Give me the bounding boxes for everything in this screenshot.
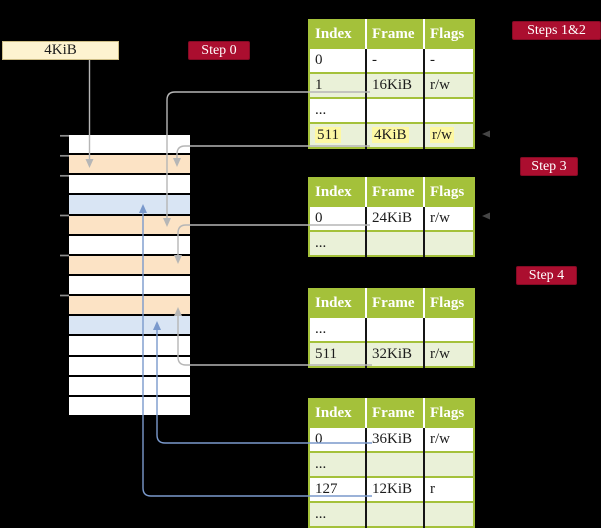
memory-row-11 xyxy=(69,336,190,355)
cell-frame: 4KiB xyxy=(365,122,424,148)
step0-label: Step 0 xyxy=(188,41,250,60)
header-row: Index Frame Flags xyxy=(309,178,474,206)
memory-row-4 xyxy=(69,195,190,214)
page-size-box: 4KiB xyxy=(2,41,119,60)
memory-row-1 xyxy=(69,135,190,154)
memory-row-8 xyxy=(69,275,190,295)
col-header-flags: Flags xyxy=(423,399,474,427)
cell-frame: 36KiB xyxy=(365,426,424,452)
cell-frame: 24KiB xyxy=(365,205,424,231)
cell-frame xyxy=(365,451,424,477)
table-row: ... xyxy=(309,451,474,477)
cell-index: 0 xyxy=(309,47,366,73)
cell-index: 0 xyxy=(309,426,366,452)
col-header-index: Index xyxy=(309,289,366,317)
table-row: ... xyxy=(309,316,474,342)
cell-frame xyxy=(365,230,424,256)
col-header-index: Index xyxy=(309,20,366,48)
page-table-1: Index Frame Flags 0 - - 1 16KiB r/w ... … xyxy=(308,19,475,149)
page-table-2: Index Frame Flags 0 24KiB r/w ... xyxy=(308,177,475,257)
cell-flags: r/w xyxy=(423,72,474,98)
table-row: 1 16KiB r/w xyxy=(309,72,474,98)
cell-flags xyxy=(423,501,474,527)
table-row: ... xyxy=(309,97,474,123)
cell-flags: - xyxy=(423,47,474,73)
header-row: Index Frame Flags xyxy=(309,289,474,317)
cell-flags xyxy=(423,451,474,477)
cell-frame: 12KiB xyxy=(365,476,424,502)
table-row: 511 32KiB r/w xyxy=(309,341,474,367)
memory-row-5 xyxy=(69,215,190,234)
table-row: 0 36KiB r/w xyxy=(309,426,474,452)
memory-row-12 xyxy=(69,356,190,375)
cell-flags: r/w xyxy=(423,205,474,231)
step4-label: Step 4 xyxy=(516,266,577,285)
col-header-flags: Flags xyxy=(423,20,474,48)
cell-frame xyxy=(365,316,424,342)
cell-flags xyxy=(423,97,474,123)
entry-marker-table2-row0 xyxy=(482,212,490,220)
cell-flags: r/w xyxy=(423,341,474,367)
cell-frame: 32KiB xyxy=(365,341,424,367)
page-table-3: Index Frame Flags ... 511 32KiB r/w xyxy=(308,288,475,368)
table-row: ... xyxy=(309,501,474,527)
memory-row-10 xyxy=(69,316,190,335)
step3-label: Step 3 xyxy=(520,157,578,176)
memory-column xyxy=(69,135,190,415)
cell-index: 511 xyxy=(309,122,366,148)
memory-row-2 xyxy=(69,155,190,174)
cell-index: 127 xyxy=(309,476,366,502)
memory-tick-marks xyxy=(60,134,69,297)
header-row: Index Frame Flags xyxy=(309,399,474,427)
cell-frame: 16KiB xyxy=(365,72,424,98)
cell-index: 0 xyxy=(309,205,366,231)
memory-row-9 xyxy=(69,296,190,315)
header-row: Index Frame Flags xyxy=(309,20,474,48)
steps12-label: Steps 1&2 xyxy=(512,21,601,40)
cell-index: ... xyxy=(309,501,366,527)
memory-row-3 xyxy=(69,175,190,194)
cell-frame xyxy=(365,97,424,123)
entry-marker-table1-row511 xyxy=(482,130,490,138)
cell-flags: r/w xyxy=(423,426,474,452)
cell-frame xyxy=(365,501,424,527)
memory-row-7 xyxy=(69,255,190,274)
col-header-frame: Frame xyxy=(365,399,424,427)
table-row: 0 - - xyxy=(309,47,474,73)
cell-index: ... xyxy=(309,451,366,477)
cell-flags: r/w xyxy=(423,122,474,148)
col-header-frame: Frame xyxy=(365,289,424,317)
col-header-index: Index xyxy=(309,178,366,206)
col-header-flags: Flags xyxy=(423,289,474,317)
cell-index: ... xyxy=(309,97,366,123)
table-row: 127 12KiB r xyxy=(309,476,474,502)
cell-flags: r xyxy=(423,476,474,502)
cell-index: ... xyxy=(309,316,366,342)
table-row: ... xyxy=(309,230,474,256)
col-header-frame: Frame xyxy=(365,20,424,48)
memory-row-13 xyxy=(69,376,190,395)
col-header-flags: Flags xyxy=(423,178,474,206)
memory-row-6 xyxy=(69,235,190,254)
page-table-4: Index Frame Flags 0 36KiB r/w ... 127 12… xyxy=(308,398,475,528)
memory-row-14 xyxy=(69,396,190,415)
col-header-frame: Frame xyxy=(365,178,424,206)
col-header-index: Index xyxy=(309,399,366,427)
cell-index: 511 xyxy=(309,341,366,367)
cell-index: ... xyxy=(309,230,366,256)
arrow-pte511-4kib-to-page xyxy=(173,145,370,167)
page-size-label: 4KiB xyxy=(44,42,77,58)
cell-flags xyxy=(423,230,474,256)
cell-frame: - xyxy=(365,47,424,73)
cell-flags xyxy=(423,316,474,342)
table-row-highlighted: 511 4KiB r/w xyxy=(309,122,474,148)
table-row: 0 24KiB r/w xyxy=(309,205,474,231)
cell-index: 1 xyxy=(309,72,366,98)
